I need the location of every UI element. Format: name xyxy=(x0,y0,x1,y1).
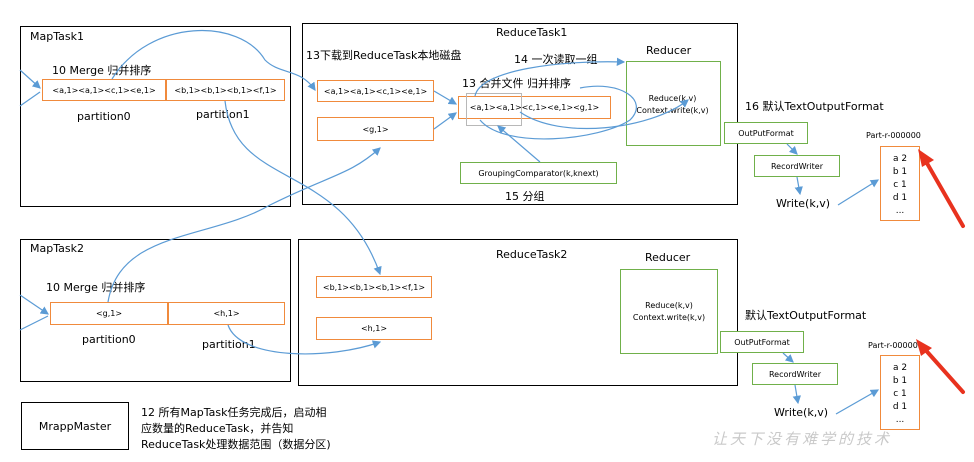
mrappmaster-box: MrappMaster xyxy=(21,402,129,450)
mrappmaster-title: MrappMaster xyxy=(38,419,112,433)
maptask1-partition0-label: partition0 xyxy=(77,110,131,123)
reducetask1-file2-box: <g,1> xyxy=(317,117,434,141)
output1-recordwriter-box: RecordWriter xyxy=(754,155,840,177)
output1-line: a 2 xyxy=(892,154,908,164)
output2-default-label: 默认TextOutputFormat xyxy=(745,309,867,322)
reducer1-write-line: Context.write(k,v) xyxy=(636,106,709,115)
reducetask1-merge-label: 13 合并文件 归并排序 xyxy=(462,77,571,90)
maptask2-title: MapTask2 xyxy=(30,242,84,255)
output1-part-name: Part-r-000000 xyxy=(866,131,921,140)
output2-file-box: a 2 b 1 c 1 d 1 ... xyxy=(880,355,920,430)
maptask1-partition0-box: <a,1><a,1><c,1><e,1> xyxy=(42,79,166,101)
maptask1-partition1-box: <b,1><b,1><b,1><f,1> xyxy=(166,79,285,101)
maptask1-title: MapTask1 xyxy=(30,30,84,43)
grouping-comparator-box: GroupingComparator(k,knext) xyxy=(460,162,617,184)
reducer1-reduce-line: Reduce(k,v) xyxy=(648,94,697,103)
reducetask2-file1-box: <b,1><b,1><b,1><f,1> xyxy=(316,276,432,298)
maptask2-partition1-label: partition1 xyxy=(202,338,256,351)
maptask1-merge-label: 10 Merge 归并排序 xyxy=(52,64,152,77)
reducetask1-group-highlight xyxy=(466,93,522,126)
reducetask1-read-label: 14 一次读取一组 xyxy=(514,53,598,66)
reducetask2-file2-box: <h,1> xyxy=(316,317,432,340)
reducetask1-title: ReduceTask1 xyxy=(496,26,568,39)
maptask2-partition0-box: <g,1> xyxy=(50,302,168,325)
output2-line: d 1 xyxy=(892,402,908,412)
output1-line: c 1 xyxy=(893,180,907,190)
output2-outputformat-box: OutPutFormat xyxy=(720,331,804,353)
output2-write-label: Write(k,v) xyxy=(774,406,829,419)
maptask2-partition0-label: partition0 xyxy=(82,333,136,346)
reducetask1-download-label: 13下载到ReduceTask本地磁盘 xyxy=(306,49,462,62)
reducer1-title: Reducer xyxy=(646,44,692,57)
output2-line: c 1 xyxy=(893,389,907,399)
reducer2-reduce-line: Reduce(k,v) xyxy=(645,301,693,310)
output1-outputformat-box: OutPutFormat xyxy=(724,122,808,144)
mrappmaster-note-line1: 12 所有MapTask任务完成后，启动相 xyxy=(141,406,327,419)
output2-line: b 1 xyxy=(892,376,908,386)
output1-line: d 1 xyxy=(892,193,908,203)
grouping-label: 15 分组 xyxy=(505,190,545,203)
mrappmaster-note-line2: 应数量的ReduceTask，并告知 xyxy=(141,422,294,435)
output1-file-box: a 2 b 1 c 1 d 1 ... xyxy=(880,146,920,221)
output1-default-label: 16 默认TextOutputFormat xyxy=(745,100,884,113)
output2-line: a 2 xyxy=(892,363,908,373)
reducer1-box xyxy=(626,61,721,146)
reducetask1-file1-box: <a,1><a,1><c,1><e,1> xyxy=(317,80,434,102)
output1-line: ... xyxy=(895,206,905,216)
reducer2-title: Reducer xyxy=(645,251,691,264)
output1-write-label: Write(k,v) xyxy=(776,197,831,210)
mrappmaster-note-line3: ReduceTask处理数据范围（数据分区) xyxy=(141,438,331,451)
output1-line: b 1 xyxy=(892,167,908,177)
maptask2-partition1-box: <h,1> xyxy=(168,302,285,325)
maptask1-panel xyxy=(20,26,291,207)
maptask2-merge-label: 10 Merge 归并排序 xyxy=(46,281,146,294)
output2-recordwriter-box: RecordWriter xyxy=(752,363,838,385)
watermark-text: 让天下没有难学的技术 xyxy=(712,430,893,448)
reducer2-write-line: Context.write(k,v) xyxy=(632,313,706,322)
reducetask2-title: ReduceTask2 xyxy=(496,248,568,261)
reducer2-box xyxy=(620,269,718,354)
output2-part-name: Part-r-000001 xyxy=(868,341,923,350)
output2-line: ... xyxy=(895,415,905,425)
maptask1-partition1-label: partition1 xyxy=(196,108,250,121)
